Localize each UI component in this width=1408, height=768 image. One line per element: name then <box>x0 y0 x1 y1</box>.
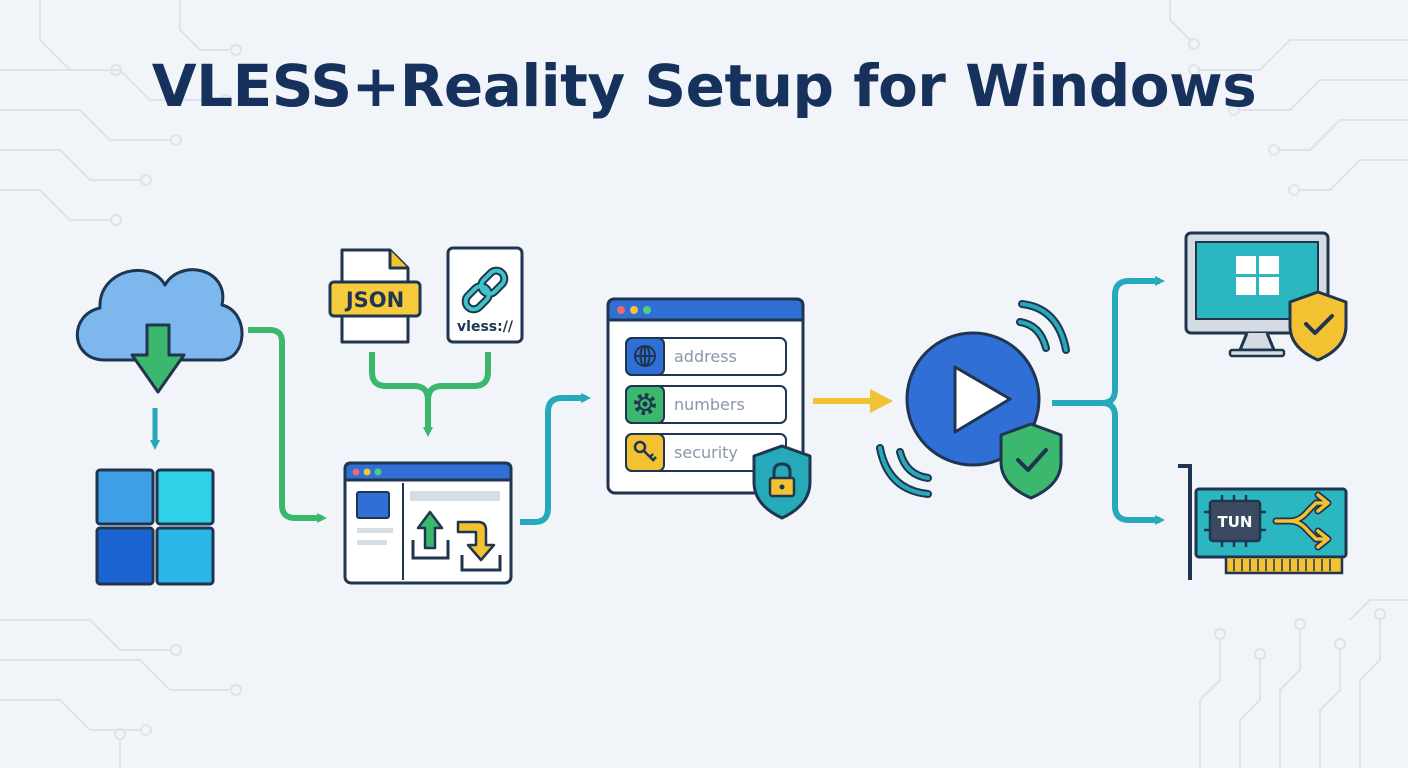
key-icon <box>633 440 657 462</box>
arrow-link-merge <box>423 352 491 437</box>
config-field-numbers-label: numbers <box>674 395 745 414</box>
link-icon <box>461 266 509 314</box>
check-shield-monitor-icon <box>1288 290 1348 362</box>
tun-network-card-icon: TUN <box>1178 464 1348 580</box>
tun-label: TUN <box>1218 513 1253 531</box>
config-field-security-label: security <box>674 443 738 462</box>
json-label: JSON <box>344 288 404 312</box>
config-field-address[interactable]: address <box>625 337 787 376</box>
arrow-install-to-app <box>248 327 327 523</box>
app-window-import <box>343 461 513 585</box>
arrow-json-merge <box>369 352 431 401</box>
import-icon <box>456 520 502 572</box>
json-file-icon: JSON <box>328 248 422 344</box>
globe-icon <box>634 345 656 367</box>
config-field-numbers[interactable]: numbers <box>625 385 787 424</box>
config-field-security[interactable]: security <box>625 433 787 472</box>
page-title: VLESS+Reality Setup for Windows <box>151 52 1257 120</box>
config-field-address-label: address <box>674 347 737 366</box>
arrow-app-to-config <box>520 393 591 525</box>
windows-logo-small-icon <box>1236 256 1279 295</box>
arrow-config-to-connect <box>813 389 893 413</box>
upload-icon <box>411 510 450 560</box>
check-shield-icon <box>999 422 1063 500</box>
vless-link-label: vless:// <box>457 319 514 335</box>
arrow-branch <box>1052 276 1165 525</box>
cloud-download-icon <box>75 268 244 394</box>
gear-icon <box>634 393 656 415</box>
vless-link-file-icon: vless:// <box>446 246 524 344</box>
signal-waves-icon <box>876 300 1070 498</box>
config-window: address numbers security <box>606 297 805 495</box>
windows-logo-icon <box>95 468 215 586</box>
lock-shield-icon <box>752 444 812 520</box>
split-route-fill <box>1274 493 1330 549</box>
